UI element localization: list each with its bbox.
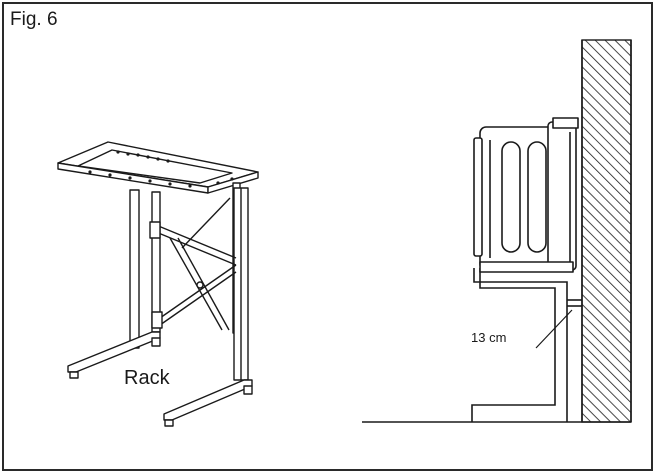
rack-drawing [57,141,259,427]
figure-frame [2,2,653,471]
machine-drawing [473,117,579,273]
dimension-leader [535,309,573,349]
figure-number: Fig. 6 [10,9,58,30]
rack-label: Rack [124,367,170,389]
dimension-label: 13 cm [471,330,507,345]
wall-drawing [362,39,632,423]
stand-profile [471,268,582,422]
